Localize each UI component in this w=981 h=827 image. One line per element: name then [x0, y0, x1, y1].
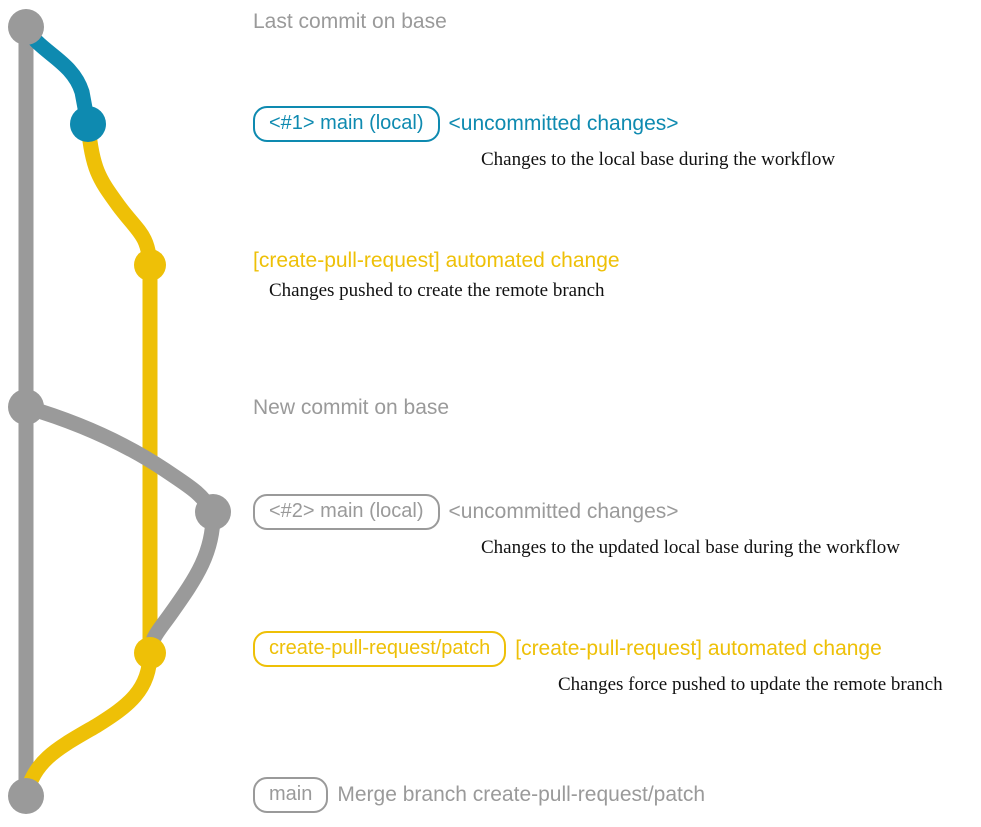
commit-subject: Last commit on base [253, 10, 447, 33]
commit-row-head: <#2> main (local) <uncommitted changes> [253, 494, 679, 530]
commit-row-head: main Merge branch create-pull-request/pa… [253, 777, 705, 813]
commit-subject: <uncommitted changes> [448, 111, 679, 135]
commit-subject: New commit on base [253, 396, 450, 419]
branch-label-main[interactable]: main [253, 777, 329, 813]
commit-row-head: create-pull-request/patch [create-pull-r… [253, 631, 882, 667]
commit-subject: <uncommitted changes> [448, 499, 679, 523]
commit-subject: [create-pull-request] automated change [515, 636, 882, 660]
commit-row-commit-1: <#1> main (local) <uncommitted changes> … [253, 106, 835, 172]
commit-description: Changes to the local base during the wor… [481, 149, 836, 170]
commit-row-head: Last commit on base [253, 10, 447, 34]
branch-label-main-local-1[interactable]: <#1> main (local) [253, 106, 440, 142]
commit-row-new-commit: New commit on base [253, 396, 449, 420]
commit-description: Changes to the updated local base during… [481, 537, 900, 558]
commit-description: Changes force pushed to update the remot… [558, 674, 943, 695]
commit-row-commit-4: create-pull-request/patch [create-pull-r… [253, 631, 943, 697]
commit-row-last-commit: Last commit on base [253, 10, 447, 34]
commit-description: Changes pushed to create the remote bran… [269, 280, 605, 302]
commit-row-head: New commit on base [253, 396, 449, 420]
branch-label-create-pull-request-patch[interactable]: create-pull-request/patch [253, 631, 507, 667]
branch-label-main-local-2[interactable]: <#2> main (local) [253, 494, 440, 530]
commit-subject: [create-pull-request] automated change [253, 249, 620, 272]
commit-row-commit-3: <#2> main (local) <uncommitted changes> … [253, 494, 900, 560]
commit-row-merge: main Merge branch create-pull-request/pa… [253, 777, 705, 813]
commit-row-head: <#1> main (local) <uncommitted changes> [253, 106, 679, 142]
commit-row-head: [create-pull-request] automated change [253, 249, 620, 273]
commit-row-commit-2: [create-pull-request] automated change C… [253, 249, 620, 303]
commit-subject: Merge branch create-pull-request/patch [337, 782, 706, 806]
